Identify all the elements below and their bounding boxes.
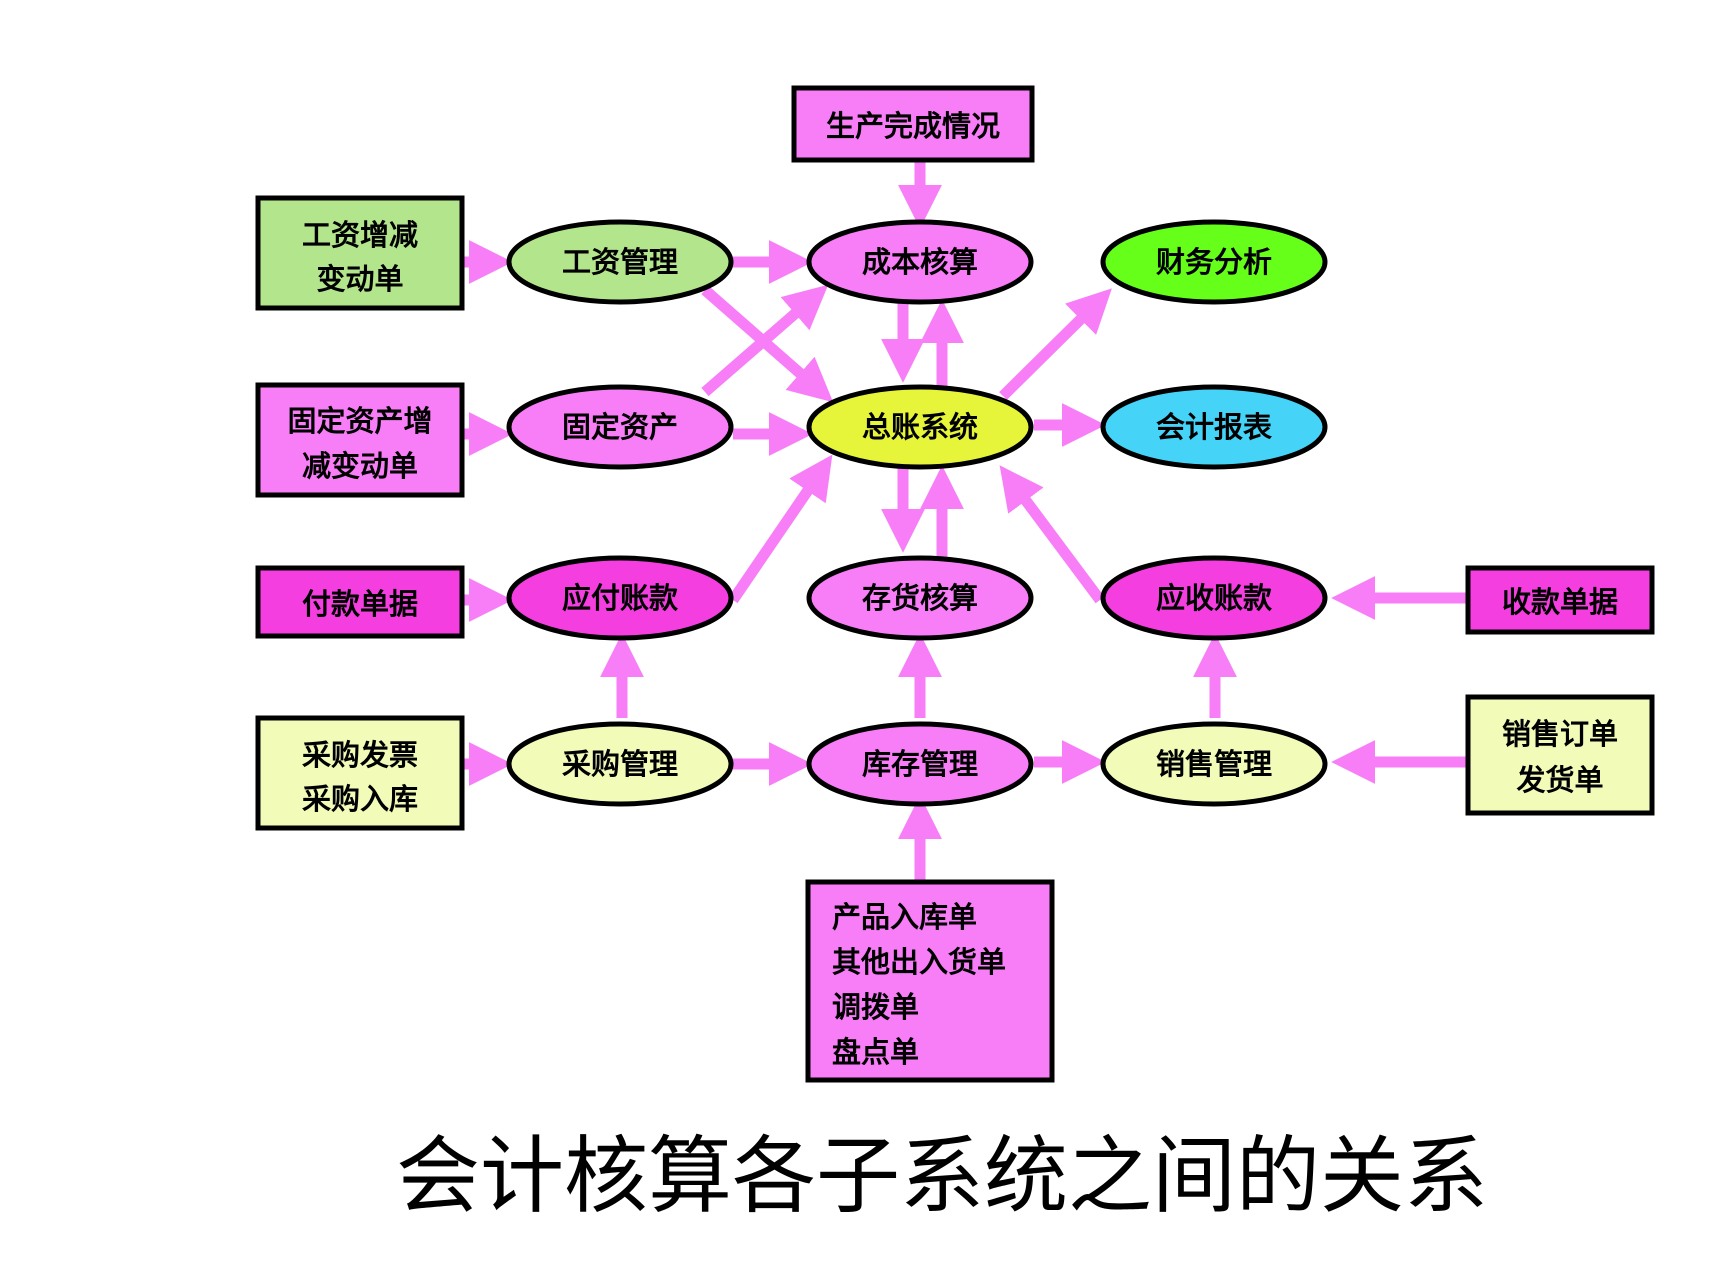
box-line: 调拨单 <box>832 990 919 1024</box>
ellipse-label: 存货核算 <box>862 581 978 615</box>
ellipse-inventory-accounting: 存货核算 <box>806 555 1034 641</box>
ellipse-general-ledger: 总账系统 <box>806 384 1034 470</box>
ellipse-label: 应收账款 <box>1156 581 1273 615</box>
box-payment-docs: 付款单据 <box>255 565 465 639</box>
svg-text:工资增减变动单: 工资增减变动单 <box>302 218 418 296</box>
ellipse-accounts-payable: 应付账款 <box>506 555 734 641</box>
box-line: 其他出入货单 <box>832 945 1006 979</box>
box-asset-change: 固定资产增减变动单 <box>255 382 465 498</box>
svg-text:固定资产增减变动单: 固定资产增减变动单 <box>287 404 432 483</box>
svg-text:生产完成情况: 生产完成情况 <box>826 109 1000 143</box>
ellipse-fixed-assets: 固定资产 <box>506 384 734 470</box>
box-line: 变动单 <box>316 262 403 296</box>
box-line: 固定资产增 <box>287 404 432 438</box>
ellipse-financial-analysis: 财务分析 <box>1100 219 1328 305</box>
svg-text:付款单据: 付款单据 <box>302 587 418 621</box>
box-line: 销售订单 <box>1502 717 1618 751</box>
ellipse-label: 采购管理 <box>562 747 678 781</box>
ellipse-wage-mgmt: 工资管理 <box>506 219 734 305</box>
box-line: 生产完成情况 <box>826 109 1000 143</box>
ellipse-label: 工资管理 <box>562 245 678 279</box>
box-receipt-docs: 收款单据 <box>1465 565 1655 635</box>
ellipse-label: 固定资产 <box>562 410 678 444</box>
connector-arrows <box>462 162 1470 880</box>
ellipse-label: 成本核算 <box>862 245 978 279</box>
diagram-title: 会计核算各子系统之间的关系 <box>396 1127 1488 1225</box>
arrow-receivable-to-ledger <box>999 465 1105 604</box>
document-boxes: 生产完成情况 工资增减变动单 固定资产增减变动单 付款单据 采购发票采购入库 收… <box>255 85 1655 1083</box>
arrow-ledger-to-analysis <box>999 288 1112 400</box>
box-line: 盘点单 <box>832 1035 919 1069</box>
ellipse-cost-accounting: 成本核算 <box>806 219 1034 305</box>
box-line: 工资增减 <box>302 218 418 252</box>
box-line: 收款单据 <box>1502 585 1618 619</box>
svg-text:销售订单发货单: 销售订单发货单 <box>1502 717 1618 797</box>
arrow-fixed-assets-to-cost <box>701 284 829 397</box>
box-wage-change: 工资增减变动单 <box>255 195 465 311</box>
box-inventory-docs: 产品入库单其他出入货单调拨单盘点单 <box>805 879 1055 1083</box>
ellipse-accounting-reports: 会计报表 <box>1100 384 1328 470</box>
arrow-wage-mgmt-to-ledger <box>701 285 834 403</box>
ellipse-label: 会计报表 <box>1156 410 1272 444</box>
box-line: 采购入库 <box>302 782 418 816</box>
svg-text:产品入库单其他出入货单调拨单盘点单: 产品入库单其他出入货单调拨单盘点单 <box>832 900 1006 1069</box>
box-line: 产品入库单 <box>832 900 977 934</box>
ellipse-accounts-receivable: 应收账款 <box>1100 555 1328 641</box>
box-line: 减变动单 <box>302 449 418 483</box>
ellipse-label: 应付账款 <box>562 581 679 615</box>
svg-text:采购发票采购入库: 采购发票采购入库 <box>302 738 418 816</box>
box-sales-docs: 销售订单发货单 <box>1465 694 1655 816</box>
svg-text:收款单据: 收款单据 <box>1502 585 1618 619</box>
ellipse-label: 财务分析 <box>1156 245 1272 279</box>
subsystem-ellipses: 工资管理 成本核算 财务分析 固定资产 总账系统 会计报表 应付账款 存货核算 … <box>506 219 1328 807</box>
ellipse-label: 库存管理 <box>862 747 978 781</box>
box-line: 发货单 <box>1515 763 1603 797</box>
ellipse-stock-mgmt: 库存管理 <box>806 721 1034 807</box>
ellipse-label: 总账系统 <box>862 410 978 444</box>
ellipse-label: 销售管理 <box>1156 747 1272 781</box>
box-production-complete: 生产完成情况 <box>791 85 1035 163</box>
ellipse-purchase-mgmt: 采购管理 <box>506 721 734 807</box>
ellipse-sales-mgmt: 销售管理 <box>1100 721 1328 807</box>
box-purchase-docs: 采购发票采购入库 <box>255 715 465 831</box>
box-line: 采购发票 <box>302 738 418 772</box>
arrow-payable-to-ledger <box>728 454 833 604</box>
box-line: 付款单据 <box>302 587 418 621</box>
